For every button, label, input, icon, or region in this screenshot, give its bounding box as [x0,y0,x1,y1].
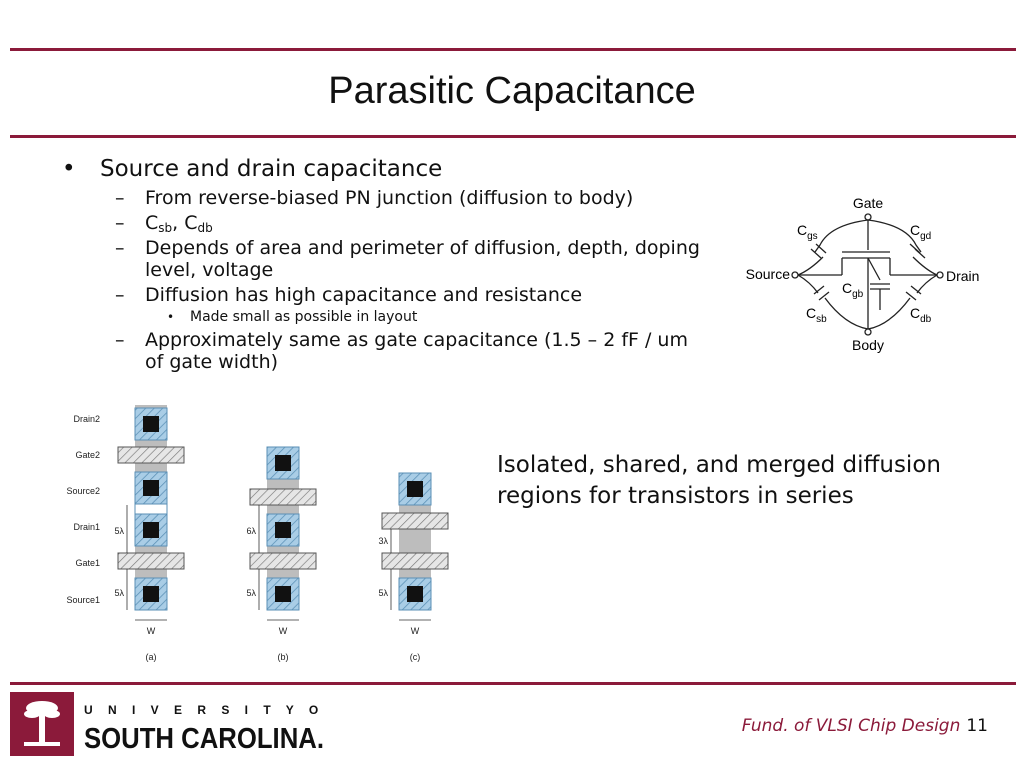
sub-bullet-item: –From reverse-biased PN junction (diffus… [60,187,700,209]
gate2-label: Gate2 [75,450,100,460]
sub-bullet-item: –Depends of area and perimeter of diffus… [60,237,700,281]
cap-symbol: C [145,212,159,234]
sub-bullet-text: Depends of area and perimeter of diffusi… [145,237,700,281]
cgb-label: Cgb [842,280,864,300]
sub-bullet-item: –Csb, Cdb [60,212,700,234]
sub-bullet-text: Diffusion has high capacitance and resis… [145,284,583,306]
footer-rule [10,682,1016,685]
bullet-text: Source and drain capacitance [100,156,443,182]
sub-bullet-item: –Diffusion has high capacitance and resi… [60,284,700,306]
dim-label: 5λ [114,588,124,598]
sub-sub-bullet-item: • Made small as possible in layout [60,308,700,326]
sub-bullet-item: –Approximately same as gate capacitance … [60,329,700,373]
cap-symbol: , C [172,212,198,234]
university-logo: U N I V E R S I T Y O F SOUTH CAROLINA. [10,692,330,756]
sub-bullet-text: From reverse-biased PN junction (diffusi… [145,187,634,209]
source-label: Source [746,266,791,282]
title-rule [10,135,1016,138]
dim-label: 5λ [378,588,388,598]
cdb-label: Cdb [910,305,932,325]
csb-label: Csb [806,305,827,325]
drain2-label: Drain2 [73,414,100,424]
drain1-label: Drain1 [73,522,100,532]
bullet-dot: • [62,156,76,182]
sub-bullet-text: Approximately same as gate capacitance (… [145,329,688,373]
gate1-label: Gate1 [75,558,100,568]
drain-label: Drain [946,268,979,284]
dim-label: 3λ [378,536,388,546]
panel-label-c: (c) [410,652,421,662]
cap-subscript: db [197,221,213,235]
dash-marker: – [115,329,125,351]
dim-label: 5λ [246,588,256,598]
dash-marker: – [115,187,125,209]
source1-label: Source1 [66,595,100,605]
figure-caption: Isolated, shared, and merged diffusion r… [497,452,941,509]
capacitance-circuit-diagram: Gate Source Drain Body Cgs Cgd Cgb Csb C… [746,195,980,353]
source2-label: Source2 [66,486,100,496]
cgs-label: Cgs [797,222,818,242]
course-name: Fund. of VLSI Chip Design [741,716,961,736]
logo-name-text: SOUTH CAROLINA. [84,723,324,755]
layout-c [381,472,449,611]
top-rule [10,48,1016,51]
slide-title: Parasitic Capacitance [328,70,696,112]
bullet-item: • Source and drain capacitance [60,154,700,184]
body-label: Body [852,337,884,353]
width-label: W [147,626,156,636]
layout-a [117,405,185,611]
dim-label: 5λ [114,526,124,536]
dash-marker: – [115,284,125,306]
diffusion-layout-figure: Drain2 Gate2 Source2 Drain1 Gate1 Source… [66,405,449,662]
bullet-dot: • [167,310,175,324]
sub-sub-bullet-text: Made small as possible in layout [190,309,418,325]
cap-subscript: sb [158,221,173,235]
dash-marker: – [115,237,125,259]
logo-university-text: U N I V E R S I T Y O F [84,703,330,717]
width-label: W [411,626,420,636]
bullet-list: •Source and drain capacitance –From reve… [60,154,700,373]
page-number: 11 [966,716,988,736]
panel-label-b: (b) [278,652,289,662]
panel-label-a: (a) [146,652,157,662]
gate-label: Gate [853,195,884,211]
layout-b [249,446,317,611]
dim-label: 6λ [246,526,256,536]
width-label: W [279,626,288,636]
cgd-label: Cgd [910,222,931,242]
dash-marker: – [115,212,125,234]
